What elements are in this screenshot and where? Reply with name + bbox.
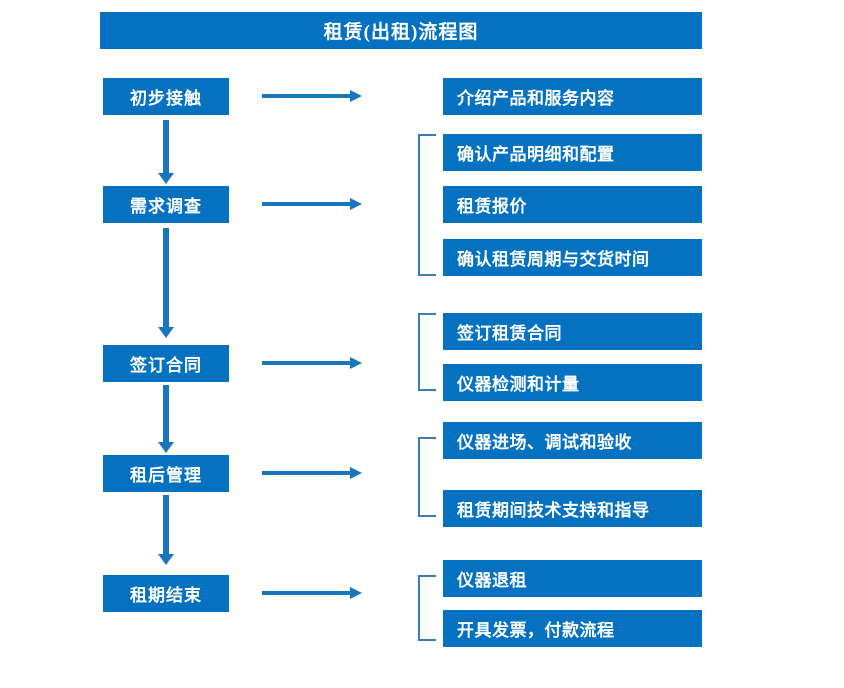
arrow-shaft	[262, 591, 352, 595]
detail-box-3-1[interactable]: 签订租赁合同	[443, 313, 702, 350]
detail-box-5-1[interactable]: 仪器退租	[443, 560, 702, 597]
vertical-arrow-1	[158, 120, 174, 184]
arrow-shaft	[163, 120, 169, 173]
arrow-head-icon	[350, 357, 362, 369]
arrow-head-icon	[158, 327, 174, 338]
arrow-head-icon	[158, 554, 174, 565]
stage-box-3[interactable]: 签订合同	[103, 345, 229, 382]
horizontal-arrow-1	[262, 90, 362, 102]
stage-box-2[interactable]: 需求调查	[103, 186, 229, 223]
arrow-head-icon	[350, 467, 362, 479]
detail-box-2-1[interactable]: 确认产品明细和配置	[443, 134, 702, 171]
detail-box-4-1[interactable]: 仪器进场、调试和验收	[443, 422, 702, 459]
arrow-head-icon	[350, 587, 362, 599]
stage-box-4[interactable]: 租后管理	[103, 455, 229, 492]
arrow-head-icon	[350, 198, 362, 210]
vertical-arrow-2	[158, 228, 174, 338]
group-bracket-3	[418, 313, 436, 391]
detail-box-4-2[interactable]: 租赁期间技术支持和指导	[443, 490, 702, 527]
detail-box-5-2[interactable]: 开具发票，付款流程	[443, 610, 702, 647]
horizontal-arrow-2	[262, 198, 362, 210]
arrow-shaft	[163, 385, 169, 442]
stage-box-1[interactable]: 初步接触	[103, 78, 229, 115]
stage-box-5[interactable]: 租期结束	[103, 575, 229, 612]
group-bracket-4	[418, 437, 436, 517]
arrow-head-icon	[158, 173, 174, 184]
vertical-arrow-3	[158, 385, 174, 453]
horizontal-arrow-4	[262, 467, 362, 479]
arrow-shaft	[262, 361, 352, 365]
horizontal-arrow-5	[262, 587, 362, 599]
flowchart-title: 租赁(出租)流程图	[100, 12, 702, 49]
group-bracket-5	[418, 575, 436, 641]
vertical-arrow-4	[158, 495, 174, 565]
group-bracket-2	[418, 134, 436, 276]
horizontal-arrow-3	[262, 357, 362, 369]
arrow-shaft	[163, 228, 169, 327]
detail-box-2-2[interactable]: 租赁报价	[443, 186, 702, 223]
arrow-shaft	[262, 94, 352, 98]
arrow-shaft	[262, 471, 352, 475]
detail-box-3-2[interactable]: 仪器检测和计量	[443, 364, 702, 401]
arrow-shaft	[163, 495, 169, 554]
detail-box-2-3[interactable]: 确认租赁周期与交货时间	[443, 239, 702, 276]
arrow-head-icon	[350, 90, 362, 102]
arrow-head-icon	[158, 442, 174, 453]
detail-box-1-1[interactable]: 介绍产品和服务内容	[443, 78, 702, 115]
arrow-shaft	[262, 202, 352, 206]
